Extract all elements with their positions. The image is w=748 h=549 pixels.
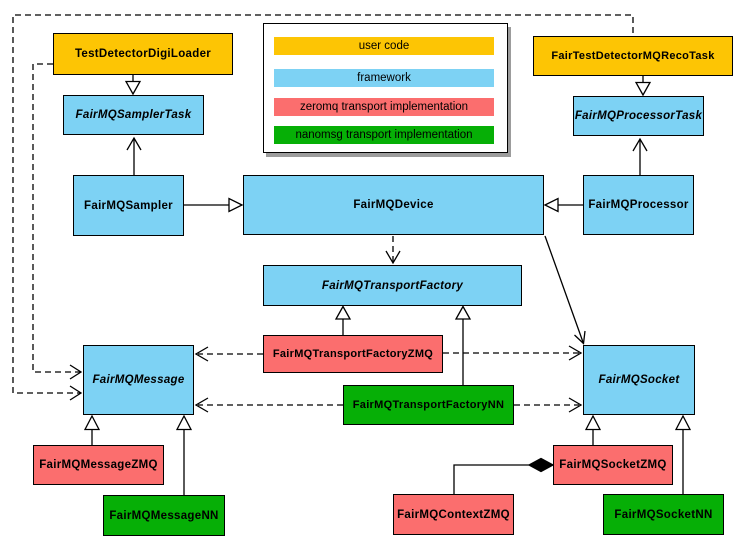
edge-digiloader-samplertask xyxy=(124,75,142,96)
edge-messagenn-message xyxy=(175,414,193,495)
edge-factorynn-message xyxy=(194,397,343,413)
class-fairmq-processor: FairMQProcessor xyxy=(583,175,694,235)
edge-device-socket xyxy=(544,235,586,345)
class-fairmq-socket: FairMQSocket xyxy=(583,345,695,415)
class-fairmq-transport-factory-nn: FairMQTransportFactoryNN xyxy=(343,385,514,425)
edge-sampler-device xyxy=(184,197,244,213)
class-test-detector-digi-loader: TestDetectorDigiLoader xyxy=(53,33,233,75)
class-fairmq-message-nn: FairMQMessageNN xyxy=(103,495,225,536)
class-fairmq-message: FairMQMessage xyxy=(83,345,194,415)
edge-socketnn-socket xyxy=(674,414,692,494)
edge-socketzmq-socket xyxy=(584,414,602,445)
edge-factorynn-factory xyxy=(454,305,472,385)
edge-factoryzmq-message xyxy=(194,346,263,362)
class-fairmq-processor-task: FairMQProcessorTask xyxy=(573,96,704,136)
class-fairmq-context-zmq: FairMQContextZMQ xyxy=(393,494,514,535)
class-fairmq-transport-factory-zmq: FairMQTransportFactoryZMQ xyxy=(263,335,443,373)
class-fairmq-message-zmq: FairMQMessageZMQ xyxy=(33,445,164,485)
legend-label: zeromq transport implementation xyxy=(299,101,469,113)
edge-recotask-processortask xyxy=(634,76,652,97)
class-fair-test-detector-mq-reco-task: FairTestDetectorMQRecoTask xyxy=(533,36,733,76)
class-fairmq-device: FairMQDevice xyxy=(243,175,544,235)
legend-label: nanomsg transport implementation xyxy=(295,129,473,141)
edge-recotask-message xyxy=(12,14,634,401)
edge-device-transportfactory xyxy=(385,236,401,265)
edge-socketzmq-contextzmq xyxy=(453,457,555,494)
legend-item-user-code: user code xyxy=(274,37,494,55)
edge-processor-processortask xyxy=(632,137,648,175)
class-fairmq-socket-zmq: FairMQSocketZMQ xyxy=(553,445,673,485)
edge-messagezmq-message xyxy=(83,414,101,445)
edge-processor-device xyxy=(543,197,583,213)
legend-label: user code xyxy=(358,40,410,52)
edge-factoryzmq-socket xyxy=(443,345,583,361)
class-fairmq-transport-factory: FairMQTransportFactory xyxy=(263,265,522,306)
class-fairmq-sampler-task: FairMQSamplerTask xyxy=(63,95,204,135)
edge-factorynn-socket xyxy=(514,397,583,413)
class-fairmq-sampler: FairMQSampler xyxy=(73,175,184,236)
edge-factoryzmq-factory xyxy=(334,305,352,335)
legend: user code framework zeromq transport imp… xyxy=(263,23,508,153)
legend-label: framework xyxy=(357,72,411,84)
edge-digiloader-message xyxy=(32,63,83,380)
legend-item-nanomsg: nanomsg transport implementation xyxy=(274,126,494,144)
legend-item-zeromq: zeromq transport implementation xyxy=(274,98,494,116)
class-fairmq-socket-nn: FairMQSocketNN xyxy=(603,494,724,535)
edge-sampler-samplertask xyxy=(126,136,142,175)
legend-item-framework: framework xyxy=(274,69,494,87)
